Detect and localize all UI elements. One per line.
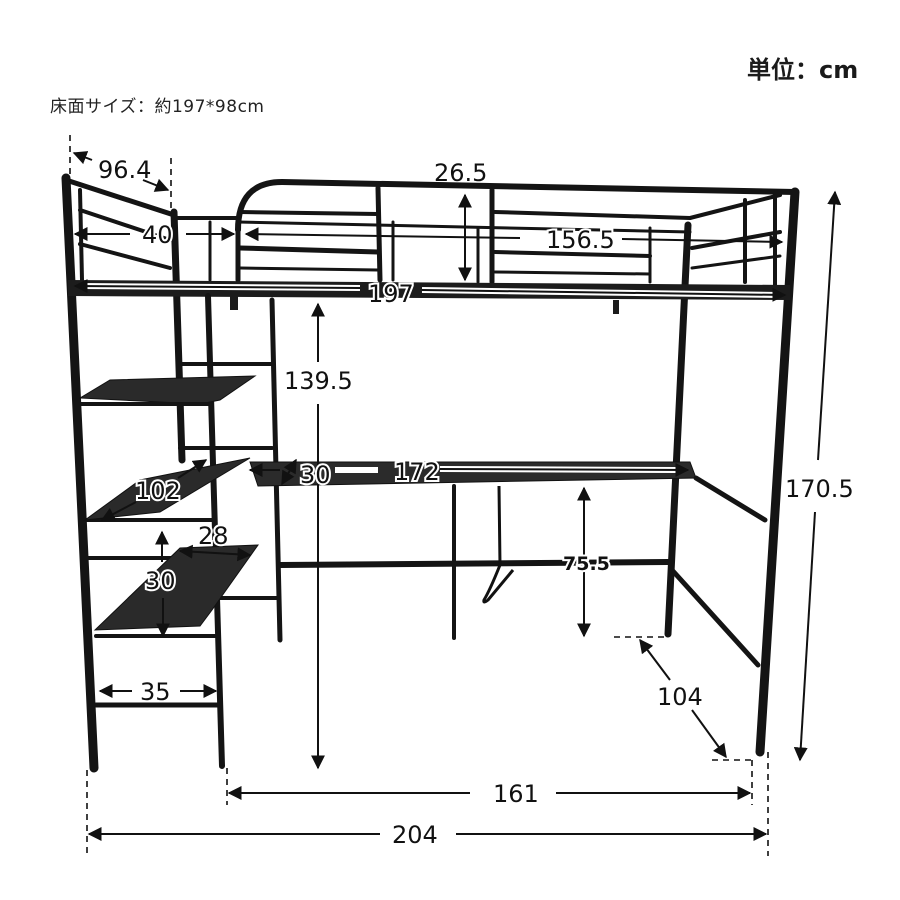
unit-label: 単位：cm (747, 56, 859, 84)
dim-shelf-spacing: 30 (145, 567, 176, 595)
dim-total-height: 170.5 (785, 475, 854, 503)
dim-ladder-gap: 40 (142, 221, 173, 249)
dim-desk-length: 172 (394, 458, 440, 486)
dim-under-bed-height: 139.5 (284, 367, 353, 395)
dim-desk-height: 75.5 (563, 553, 610, 575)
dim-rail-depth: 96.4 (98, 156, 151, 184)
dim-inner-width: 161 (493, 780, 539, 808)
bed-frame (61, 173, 800, 773)
dimension-annotations: 96.4 26.5 40 156.5 197 139.5 170.5 102 (69, 135, 854, 858)
dim-guard-height: 26.5 (434, 159, 487, 187)
dim-bed-length: 197 (368, 280, 414, 308)
dim-desk-depth: 30 (300, 461, 331, 489)
dim-frame-depth: 104 (657, 683, 703, 711)
dim-shelf-width: 28 (198, 522, 229, 550)
dim-ladder-width: 35 (140, 678, 171, 706)
floor-size-label: 床面サイズ：約197*98cm (50, 97, 265, 117)
dim-shelf-depth-diagonal: 102 (135, 477, 181, 505)
dim-total-width: 204 (392, 821, 438, 849)
dim-guard-length: 156.5 (546, 226, 615, 254)
